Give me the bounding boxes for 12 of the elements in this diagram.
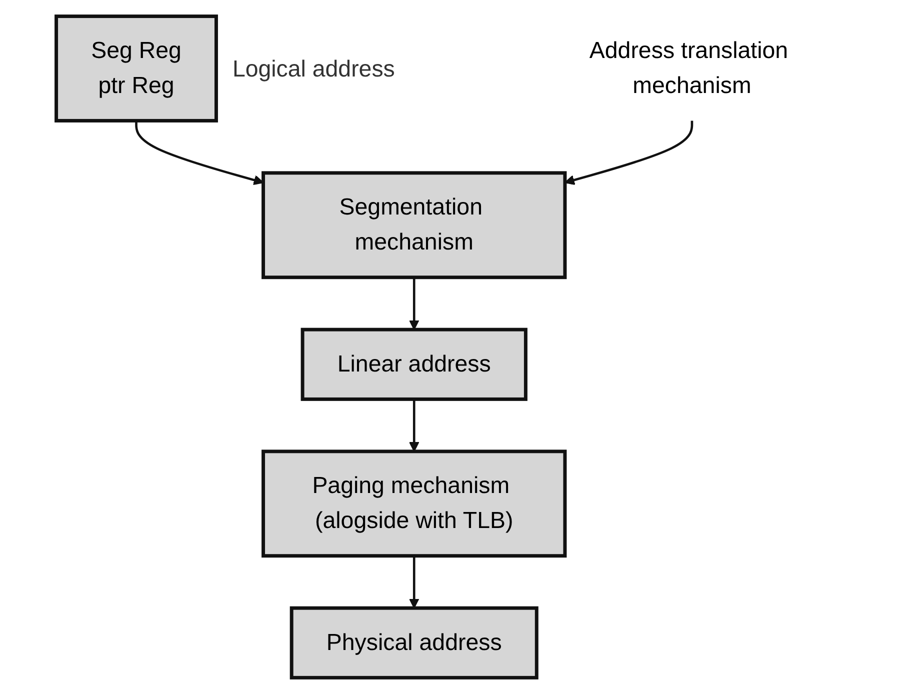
node-box: Seg Reg ptr Reg bbox=[54, 14, 218, 122]
node-box: Segmentation mechanism bbox=[262, 170, 568, 279]
node-caption: Logical address bbox=[232, 55, 396, 82]
arrow bbox=[409, 276, 420, 330]
node-box: Physical address bbox=[290, 606, 539, 679]
node-text: Address translation mechanism bbox=[590, 38, 789, 98]
arrow bbox=[409, 398, 420, 452]
arrow bbox=[564, 120, 694, 185]
arrow bbox=[136, 120, 264, 185]
arrow bbox=[409, 555, 420, 608]
node-box: Linear address bbox=[301, 327, 528, 400]
node-box: Paging mechanism (alogside with TLB) bbox=[262, 449, 568, 558]
